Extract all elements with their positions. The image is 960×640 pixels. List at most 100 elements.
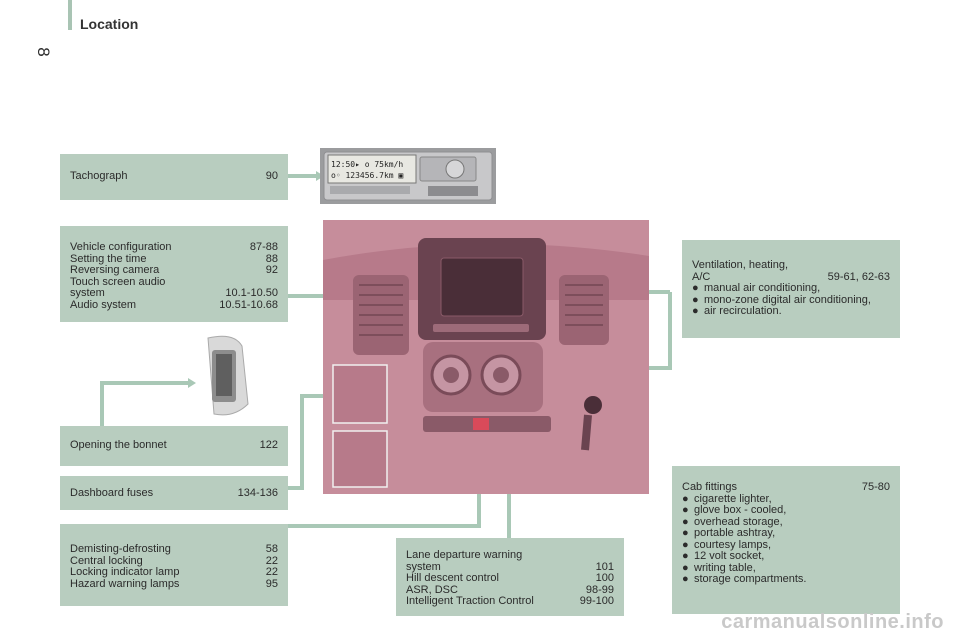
fuses-label: Dashboard fuses (70, 487, 154, 499)
bullet-dot-icon: ● (682, 550, 689, 562)
ventilation-bullet-text: air recirculation. (704, 305, 782, 317)
lane-label: Hill descent control (406, 572, 499, 584)
ventilation-box: Ventilation, heating, A/C 59-61, 62-63 ● m… (682, 240, 900, 338)
bullet-dot-icon: ● (682, 561, 689, 574)
cab-title: Cab fittings (682, 481, 738, 493)
bullet-dot-icon: ● (682, 492, 689, 505)
tachograph-page: 90 (265, 170, 278, 182)
demisting-row: Locking indicator lamp 22 (70, 566, 278, 579)
demisting-row: Central locking 22 (70, 554, 278, 568)
vehicle-page: 88 (265, 252, 278, 265)
page-title: Location (80, 16, 139, 32)
cab-bullet-text: courtesy lamps, (694, 538, 772, 551)
ventilation-bullets: ● manual air conditioning, ● mono-zone digi… (692, 282, 890, 318)
tacho-display-line1: 12:50▸ o 75km/h (331, 160, 403, 169)
cab-bullet: ●portable ashtray, (682, 527, 890, 540)
fuses-box: Dashboard fuses 134-136 (60, 476, 288, 510)
vehicle-label: Vehicle configuration (70, 241, 172, 253)
bullet-dot-icon: ● (692, 282, 699, 294)
tachograph-photo: 12:50▸ o 75km/h o◦ 123456.7km ▣ (320, 148, 496, 204)
tachograph-box: Tachograph 90 (60, 154, 288, 200)
ventilation-bullet-text: manual air conditioning, (704, 282, 821, 294)
cab-bullet: ● writing table, (682, 561, 890, 575)
cab-bullet: ● overhead storage, (682, 515, 890, 529)
ventilation-bullet-text: mono-zone digital air conditioning, (704, 293, 871, 306)
bullet-dot-icon: ● (682, 573, 689, 585)
vehicle-page: 10.51-10.68 (219, 298, 278, 311)
tacho-display-line2: o◦ 123456.7km ▣ (331, 171, 403, 180)
ventilation-title: Ventilation, heating, (692, 259, 789, 271)
bonnet-page: 122 (259, 439, 278, 451)
bonnet-box: Opening the bonnet 122 (60, 426, 288, 466)
footer-watermark: carmanualsonline.info (721, 611, 944, 633)
cab-bullet: ● cigarette lighter, (682, 492, 890, 506)
demisting-row: Hazard warning lamps 95 (70, 577, 278, 591)
lane-row: Hill descent control 100 (406, 572, 614, 585)
vehicle-label: Setting the time (70, 252, 147, 265)
vehicle-label: Audio system (70, 298, 137, 311)
fuses-page: 134-136 (237, 487, 278, 499)
lane-page: 99-100 (579, 595, 614, 607)
ventilation-bullet: ● manual air conditioning, (692, 282, 890, 295)
vehicle-row: Audio system 10.51-10.68 (70, 298, 278, 312)
ventilation-page: 59-61, 62-63 (827, 270, 890, 283)
ventilation-bullet: ● mono-zone digital air conditioning, (692, 293, 890, 307)
lane-row: Lane departure warning (406, 549, 614, 562)
demisting-page: 22 (265, 566, 278, 578)
lane-page: 100 (595, 572, 614, 584)
cab-bullet: ● courtesy lamps, (682, 538, 890, 552)
tachograph-label: Tachograph (70, 170, 128, 182)
vehicle-label: Reversing camera (70, 264, 160, 276)
cab-bullet-text: portable ashtray, (694, 527, 776, 539)
lane-label: ASR, DSC (406, 583, 458, 596)
vehicle-row: Vehicle configuration 87-88 (70, 241, 278, 254)
lane-row: ASR, DSC 98-99 (406, 583, 614, 597)
vehicle-page: 87-88 (249, 241, 278, 253)
vehicle-page: 10.1-10.50 (225, 287, 278, 299)
ventilation-line2: A/C (692, 270, 711, 283)
cab-bullet-text: storage compartments. (694, 573, 807, 585)
demisting-page: 95 (265, 577, 278, 590)
cab-bullet-text: 12 volt socket, (694, 550, 765, 562)
bullet-dot-icon: ● (692, 293, 699, 306)
cab-page: 75-80 (861, 481, 890, 493)
cab-bullet: ● storage compartments. (682, 573, 890, 586)
cab-bullet: ● glove box - cooled, (682, 504, 890, 517)
bonnet-label: Opening the bonnet (70, 439, 167, 451)
vehicle-row: system 10.1-10.50 (70, 287, 278, 300)
cab-bullet: ● 12 volt socket, (682, 550, 890, 563)
bullet-dot-icon: ● (692, 305, 699, 317)
lane-page: 98-99 (585, 583, 614, 596)
bullet-dot-icon: ● (682, 515, 689, 528)
cab-bullet-text: writing table, (694, 561, 756, 574)
demisting-label: Hazard warning lamps (70, 577, 180, 590)
side-rule (68, 0, 72, 30)
cab-bullets: ●cigarette lighter,●glove box - cooled,●… (682, 492, 890, 586)
vehicle-row: Touch screen audio (70, 275, 278, 289)
lane-label: Intelligent Traction Control (406, 595, 534, 607)
ventilation-bullet: ● air recirculation. (692, 305, 890, 318)
bullet-dot-icon: ● (682, 504, 689, 516)
bonnet-handle-photo (207, 335, 249, 416)
vehicle-label: Touch screen audio (70, 275, 166, 288)
cab-bullet-text: cigarette lighter, (694, 492, 772, 505)
demisting-label: Locking indicator lamp (70, 566, 180, 578)
lane-label: Lane departure warning (406, 549, 523, 561)
vehicle-label: system (70, 287, 105, 299)
demisting-page: 22 (265, 554, 278, 567)
cab-bullet-text: overhead storage, (694, 515, 783, 528)
bullet-dot-icon: ● (682, 538, 689, 551)
demisting-label: Central locking (70, 554, 143, 567)
dashboard-photo (323, 220, 649, 494)
lane-page: 101 (595, 560, 614, 573)
cab-bullet-text: glove box - cooled, (694, 504, 787, 516)
lane-row: Intelligent Traction Control 99-100 (406, 595, 614, 608)
